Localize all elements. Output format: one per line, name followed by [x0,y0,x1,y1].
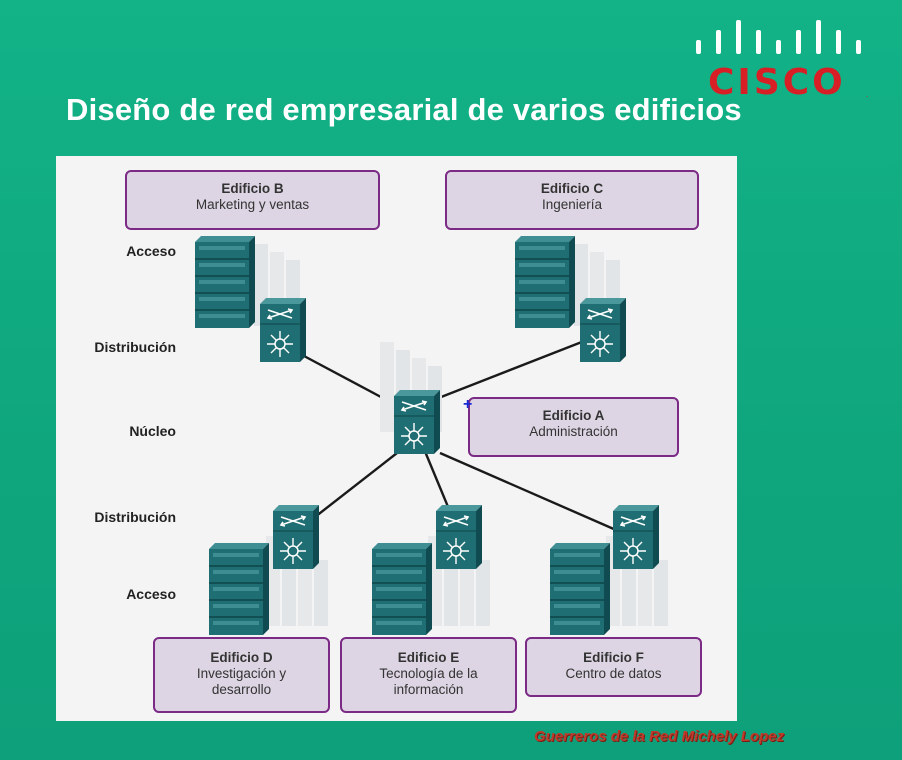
distribution-switch-c [579,297,627,363]
building-c-box: Edificio C Ingeniería [445,170,699,230]
building-d-box: Edificio D Investigación y desarrollo [153,637,330,713]
network-diagram [194,235,668,636]
link-core-f [439,451,617,532]
cisco-wordmark: CISCO [708,62,846,103]
building-f-box: Edificio F Centro de datos [525,637,702,697]
core-devices [380,342,442,455]
trademark-mark: . [866,90,869,99]
layer-label-acceso-bottom: Acceso [126,586,176,602]
link-core-d [305,445,407,525]
core-switch [393,389,441,455]
building-e-desc: Tecnología de la información [379,666,478,697]
distribution-switch-b [259,297,307,363]
distribution-switch-e [435,504,483,570]
link-core-e [422,448,453,515]
link-core-c [435,336,593,401]
cisco-bars-icon [696,20,861,54]
crosshair-cursor-icon: + [463,396,473,413]
layer-label-acceso-top: Acceso [126,243,176,259]
access-server-d [208,542,270,636]
distribution-switch-f [612,504,660,570]
building-d-devices [208,504,328,636]
building-d-desc: Investigación y desarrollo [196,666,287,697]
building-b-name: Edificio B [221,181,284,196]
building-a-box: Edificio A Administración [468,397,679,457]
building-a-name: Edificio A [542,408,605,423]
cisco-logo: CISCO . [690,18,880,103]
footer-credit: Guerreros de la Red Michely Lopez [534,728,785,745]
building-e-box: Edificio E Tecnología de la información [340,637,517,713]
building-f-devices [549,504,668,636]
layer-label-distribucion-bottom: Distribución [94,509,176,525]
building-c-desc: Ingeniería [541,197,603,212]
building-b-box: Edificio B Marketing y ventas [125,170,380,230]
distribution-switch-d [272,504,320,570]
diagram-panel: Acceso Distribución Núcleo Distribución … [56,156,737,721]
layer-label-distribucion-top: Distribución [94,339,176,355]
access-server-c [514,235,576,329]
access-server-b [194,235,256,329]
building-f-desc: Centro de datos [565,666,662,681]
building-e-devices [371,504,490,636]
building-c-name: Edificio C [540,181,604,196]
layer-label-nucleo: Núcleo [129,423,176,439]
building-b-devices [194,235,307,363]
access-server-e [371,542,433,636]
building-c-devices [514,235,627,363]
building-d-name: Edificio D [210,650,273,665]
building-f-name: Edificio F [583,650,644,665]
building-a-desc: Administración [529,424,618,439]
slide-title: Diseño de red empresarial de varios edif… [66,92,742,127]
building-e-name: Edificio E [397,650,460,665]
access-server-f [549,542,611,636]
building-b-desc: Marketing y ventas [195,197,310,212]
